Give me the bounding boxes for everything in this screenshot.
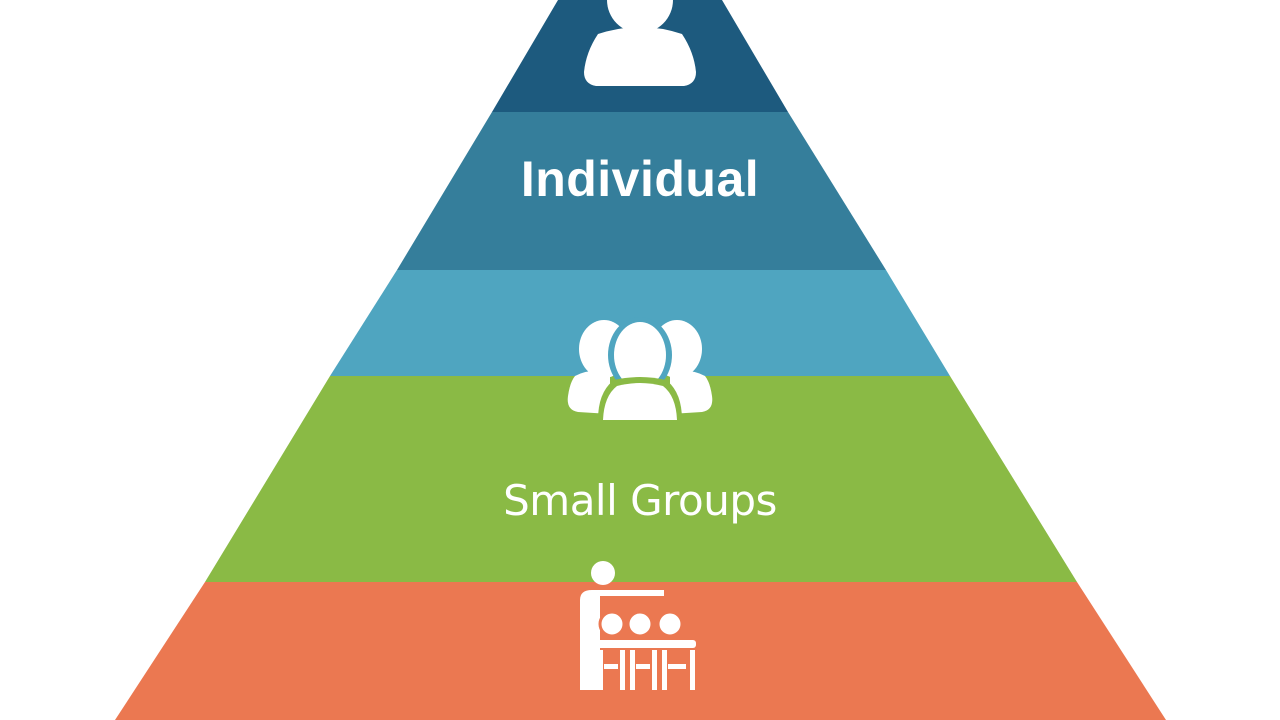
level-label-individual: Individual xyxy=(520,151,760,207)
classroom-teacher-icon xyxy=(580,561,696,690)
pyramid-level-small-groups xyxy=(205,376,1077,582)
pyramid-level-base xyxy=(115,582,1166,720)
group-icon xyxy=(567,317,713,420)
pyramid-level-individual xyxy=(397,112,886,270)
level-label-small-groups: Small Groups xyxy=(503,476,777,525)
person-icon xyxy=(584,0,696,86)
